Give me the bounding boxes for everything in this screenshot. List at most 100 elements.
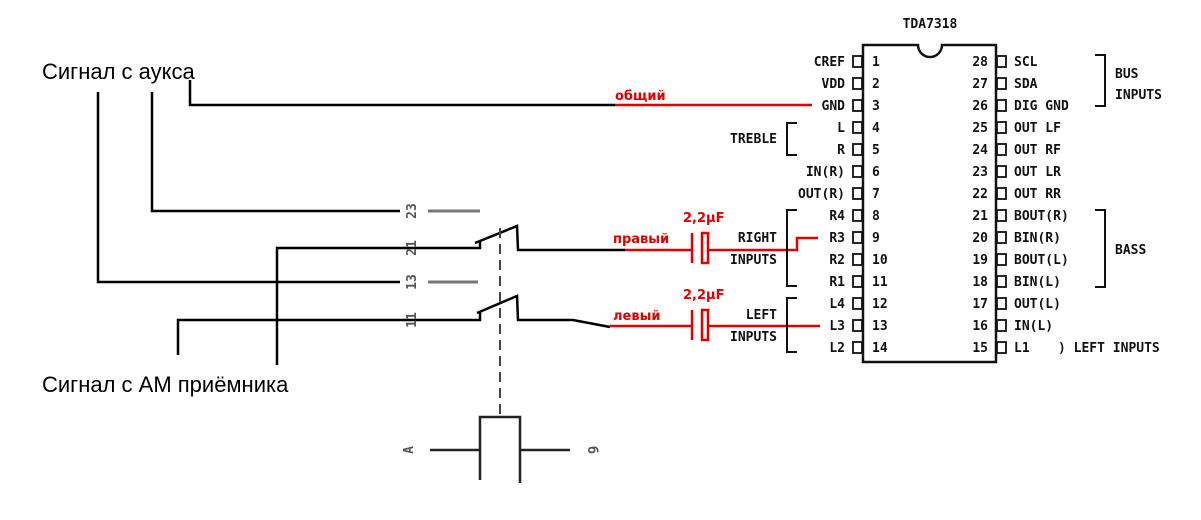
pin-number: 4: [872, 121, 880, 136]
wires: [96, 80, 625, 365]
left-capacitor-label: 2,2µF: [683, 288, 724, 303]
pin-label: OUT(R): [798, 187, 845, 202]
pin-18: [996, 275, 1007, 288]
pin-number: 18: [972, 275, 988, 290]
chip-name: TDA7318: [903, 17, 958, 32]
pin-number: 3: [872, 99, 880, 114]
pin-number: 16: [972, 319, 988, 334]
pin-27: [996, 77, 1007, 90]
pin-number: 9: [872, 231, 880, 246]
am-right-wire: [275, 241, 482, 365]
pin-label: L1: [1014, 341, 1030, 356]
right-label: правый: [613, 232, 669, 247]
contact-23: 23: [405, 203, 420, 219]
aux-left-wire: [96, 92, 400, 284]
pin-number: 23: [972, 165, 988, 180]
pin-number: 24: [972, 143, 988, 158]
treble-label: TREBLE: [730, 132, 777, 147]
pin-label: R: [837, 143, 845, 158]
pin-number: 20: [972, 231, 988, 246]
pin-label: L: [837, 121, 845, 136]
pin-23: [996, 165, 1007, 178]
pin-number: 5: [872, 143, 880, 158]
pin-label: GND: [822, 99, 846, 114]
pin-number: 10: [872, 253, 888, 268]
common-label: общий: [615, 89, 666, 104]
pin-label: BOUT(L): [1014, 253, 1069, 268]
pin-26: [996, 99, 1007, 112]
pin-label: OUT RF: [1014, 143, 1061, 158]
pin-label: BOUT(R): [1014, 209, 1069, 224]
pin-21: [996, 209, 1007, 222]
pin-13: [852, 319, 863, 332]
pin-label: SCL: [1014, 55, 1038, 70]
pin-6: [852, 165, 863, 178]
pin-number: 8: [872, 209, 880, 224]
pin-number: 17: [972, 297, 988, 312]
pin-label: IN(L): [1014, 319, 1053, 334]
pin-label: R4: [829, 209, 845, 224]
pin-17: [996, 297, 1007, 310]
pin-14: [852, 341, 863, 354]
pin-label: R2: [829, 253, 845, 268]
contact-21: 21: [405, 240, 420, 256]
pin-28: [996, 55, 1007, 68]
pin-number: 14: [872, 341, 888, 356]
switch-actuator: [430, 415, 570, 483]
pin-16: [996, 319, 1007, 332]
pin-number: 1: [872, 55, 880, 70]
terminal-a: A: [402, 446, 417, 454]
right-red-wire: [708, 236, 818, 252]
pin-label: L4: [829, 297, 845, 312]
left-inputs-right-label: ) LEFT INPUTS: [1058, 341, 1160, 356]
pin-label: CREF: [814, 55, 845, 70]
aux-signal-label: Сигнал с аукса: [42, 59, 196, 84]
bass-label: BASS: [1115, 243, 1146, 258]
pin-label: R1: [829, 275, 845, 290]
bus-inputs-label: INPUTS: [1115, 88, 1162, 103]
switch-right-lever: [474, 224, 625, 252]
pin-number: 2: [872, 77, 880, 92]
pin-8: [852, 209, 863, 222]
pin-3: [852, 99, 863, 112]
pin-label: OUT RR: [1014, 187, 1061, 202]
left-inputs-title: LEFT: [746, 308, 777, 323]
pin-10: [852, 253, 863, 266]
pin-label: DIG GND: [1014, 99, 1069, 114]
pin-11: [852, 275, 863, 288]
pin-label: L2: [829, 341, 845, 356]
pin-9: [852, 231, 863, 244]
right-inputs-label: INPUTS: [730, 253, 777, 268]
pin-number: 25: [972, 121, 988, 136]
switch-left-lever: [476, 294, 611, 329]
am-signal-label: Сигнал с АМ приёмника: [42, 372, 289, 397]
pin-15: [996, 341, 1007, 354]
switch-contacts: [428, 209, 480, 284]
chip-body: [861, 43, 998, 364]
pin-number: 11: [872, 275, 888, 290]
pin-number: 19: [972, 253, 988, 268]
bus-label: BUS: [1115, 67, 1139, 82]
pin-number: 28: [972, 55, 988, 70]
pin-20: [996, 231, 1007, 244]
pin-label: OUT LR: [1014, 165, 1061, 180]
pin-25: [996, 121, 1007, 134]
pin-1: [852, 55, 863, 68]
pin-number: 26: [972, 99, 988, 114]
pin-number: 6: [872, 165, 880, 180]
pin-label: L3: [829, 319, 845, 334]
terminal-b: б: [584, 446, 599, 454]
pin-label: BIN(R): [1014, 231, 1061, 246]
pin-4: [852, 121, 863, 134]
pin-24: [996, 143, 1007, 156]
pin-number: 22: [972, 187, 988, 202]
pin-number: 21: [972, 209, 988, 224]
pin-number: 7: [872, 187, 880, 202]
pin-number: 27: [972, 77, 988, 92]
pin-number: 13: [872, 319, 888, 334]
am-left-wire: [176, 311, 482, 355]
pin-label: OUT(L): [1014, 297, 1061, 312]
pin-19: [996, 253, 1007, 266]
